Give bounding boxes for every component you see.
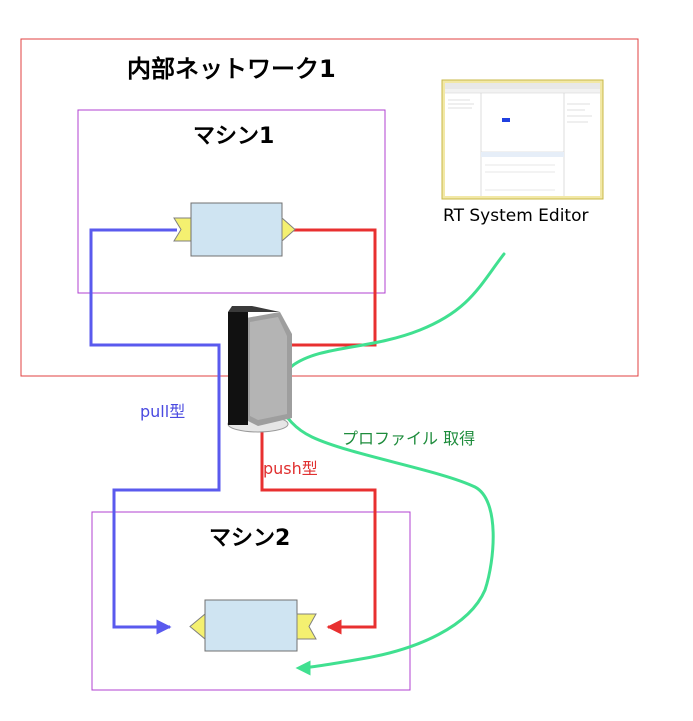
rt-component-machine1 bbox=[173, 202, 296, 257]
inport-machine1-icon bbox=[173, 217, 192, 242]
inport-machine2-icon bbox=[296, 613, 317, 640]
computer-tower-icon bbox=[227, 306, 292, 433]
profile-curve bbox=[276, 252, 506, 676]
machine2-box bbox=[91, 511, 411, 691]
internal-network-box bbox=[20, 38, 639, 377]
pull-connection-line bbox=[89, 228, 221, 635]
pull-label: pull型 bbox=[140, 402, 185, 421]
machine1-title: マシン1 bbox=[193, 124, 274, 149]
internal-network-title: 内部ネットワーク1 bbox=[127, 55, 336, 83]
profile-label: プロファイル 取得 bbox=[342, 429, 475, 448]
machine2-title: マシン2 bbox=[209, 526, 290, 551]
outport-machine1-icon bbox=[281, 216, 296, 243]
outport-machine2-icon bbox=[189, 612, 206, 641]
rt-system-editor-label: RT System Editor bbox=[443, 206, 588, 226]
machine1-box bbox=[77, 109, 386, 294]
rt-system-editor-thumbnail bbox=[441, 79, 604, 200]
push-label: push型 bbox=[263, 459, 318, 478]
rt-component-machine2 bbox=[189, 599, 317, 652]
